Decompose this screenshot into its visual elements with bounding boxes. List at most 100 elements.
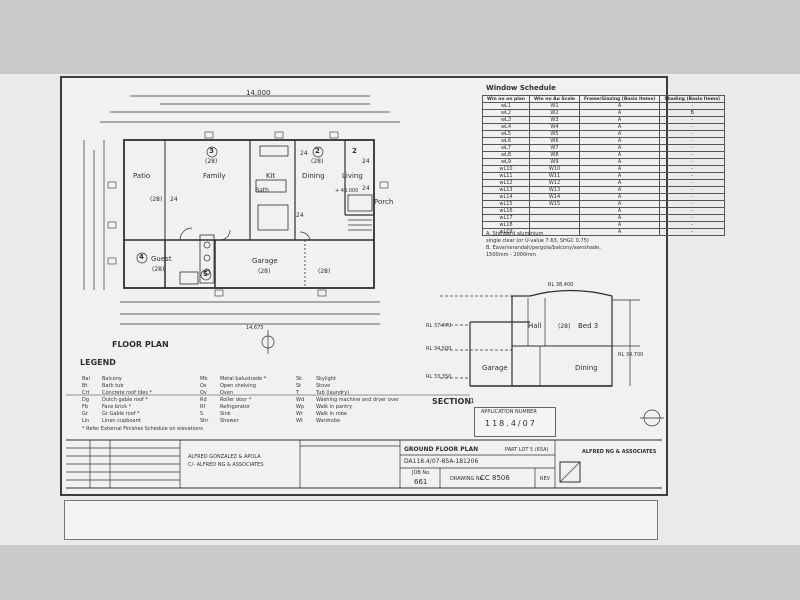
client-name-2: C/- ALFRED NG & ASSOCIATES — [188, 462, 264, 468]
circle-number: 4 — [139, 253, 144, 261]
legend-abbreviation: Shr — [200, 418, 209, 424]
table-header-row: Win no on plan Win no Au Scale Frame/Gla… — [481, 95, 726, 103]
room-label-garage: Garage — [252, 257, 278, 265]
wall-number: 24 — [170, 196, 178, 203]
table-cell: wL9 — [481, 158, 531, 166]
legend-description: Gr Gable roof * — [102, 411, 140, 417]
table-cell: A — [578, 214, 661, 222]
room-label-patio: Patio — [133, 172, 151, 180]
table-cell: - — [659, 158, 726, 166]
table-cell — [529, 214, 580, 222]
column-header: Win no on plan — [481, 95, 531, 103]
section-room-garage: Garage — [482, 364, 508, 372]
table-cell: wL18 — [481, 221, 531, 229]
wall-number: 24 — [362, 158, 370, 165]
legend-abbreviation: Wt — [296, 418, 303, 424]
application-stamp: APPLICATION NUMBER 118.4/07 — [474, 407, 556, 437]
table-cell: wL8 — [481, 151, 531, 159]
legend-abbreviation: Dg — [82, 397, 90, 403]
job-number: 661 — [414, 478, 428, 486]
drawing-number: CC 8506 — [480, 474, 510, 482]
table-cell: - — [659, 144, 726, 152]
legend-abbreviation: Mb — [200, 376, 208, 382]
table-cell: A — [578, 144, 661, 152]
table-cell: wL5 — [481, 130, 531, 138]
client-name: ALFRED GONZALEZ & APOLA — [188, 454, 261, 460]
schedule-note: 1500mm - 2000mm — [486, 252, 536, 258]
room-label-family: Family — [203, 172, 226, 180]
legend-description: Roller door * — [220, 397, 252, 403]
legend-abbreviation: Crt — [82, 390, 90, 396]
table-cell: W11 — [529, 172, 580, 180]
column-header: Frame/Glazing (Basix Items) — [578, 95, 661, 103]
table-cell: W15 — [529, 200, 580, 208]
floor-level: + 43.000 — [335, 188, 359, 194]
table-cell: A — [578, 193, 661, 201]
table-cell: A — [578, 130, 661, 138]
legend-abbreviation: S — [200, 411, 204, 417]
legend-description: Oven — [220, 390, 234, 396]
legend-abbreviation: St — [296, 383, 302, 389]
table-cell: wL4 — [481, 123, 531, 131]
dimension-top: 14,000 — [246, 89, 271, 97]
table-cell: W12 — [529, 179, 580, 187]
part-lot: PART LOT 5 (65A) — [505, 447, 549, 453]
table-cell: W5 — [529, 130, 580, 138]
table-cell: A — [578, 137, 661, 145]
legend-description: Refrigerator — [220, 404, 250, 410]
room-tag: (28) — [150, 196, 163, 203]
table-cell: A — [578, 116, 661, 124]
room-tag: (28) — [205, 158, 218, 165]
legend-description: Walk in robe — [316, 411, 347, 417]
table-cell: - — [659, 172, 726, 180]
schedule-note: B. Eave/verandah/pergola/balcony/awnshad… — [486, 245, 601, 251]
table-cell: - — [659, 207, 726, 215]
legend-description: Face brick * — [102, 404, 132, 410]
table-cell: A — [578, 109, 661, 117]
table-cell — [529, 207, 580, 215]
table-cell: wL11 — [481, 172, 531, 180]
table-cell: - — [659, 228, 726, 236]
table-cell: wL12 — [481, 179, 531, 187]
table-cell: wL19 — [481, 228, 531, 236]
table-cell: A — [578, 123, 661, 131]
table-cell: W6 — [529, 137, 580, 145]
circle-number: 3 — [209, 147, 214, 155]
room-tag: (28) — [311, 158, 324, 165]
table-cell: - — [659, 200, 726, 208]
background-band-top — [0, 0, 800, 74]
legend-abbreviation: Sk — [296, 376, 303, 382]
section-room-bed3: Bed 3 — [578, 322, 599, 330]
table-cell: W2 — [529, 109, 580, 117]
table-cell: A — [578, 228, 661, 236]
legend-abbreviation: Bal — [82, 376, 90, 382]
table-cell: W13 — [529, 186, 580, 194]
circle-number: 5 — [203, 270, 208, 278]
wall-number: 24 — [300, 150, 308, 157]
table-cell: W1 — [529, 102, 580, 110]
drawing-title: GROUND FLOOR PLAN — [404, 446, 479, 453]
table-cell: W10 — [529, 165, 580, 173]
room-tag: (28) — [152, 266, 165, 273]
legend-description: Tub (laundry) — [316, 390, 350, 396]
window-schedule-title: Window Schedule — [486, 84, 556, 92]
da-number: DA118.4/07-85A-181206 — [404, 458, 479, 465]
table-cell: A — [578, 158, 661, 166]
room-tag: (28) — [258, 268, 271, 275]
room-label-porch: Porch — [374, 198, 394, 206]
legend-abbreviation: Wp — [296, 404, 305, 410]
table-cell: - — [659, 151, 726, 159]
table-row: wL19 A- — [481, 228, 726, 236]
table-cell: wL15 — [481, 200, 531, 208]
table-cell: W7 — [529, 144, 580, 152]
table-cell: A — [578, 172, 661, 180]
